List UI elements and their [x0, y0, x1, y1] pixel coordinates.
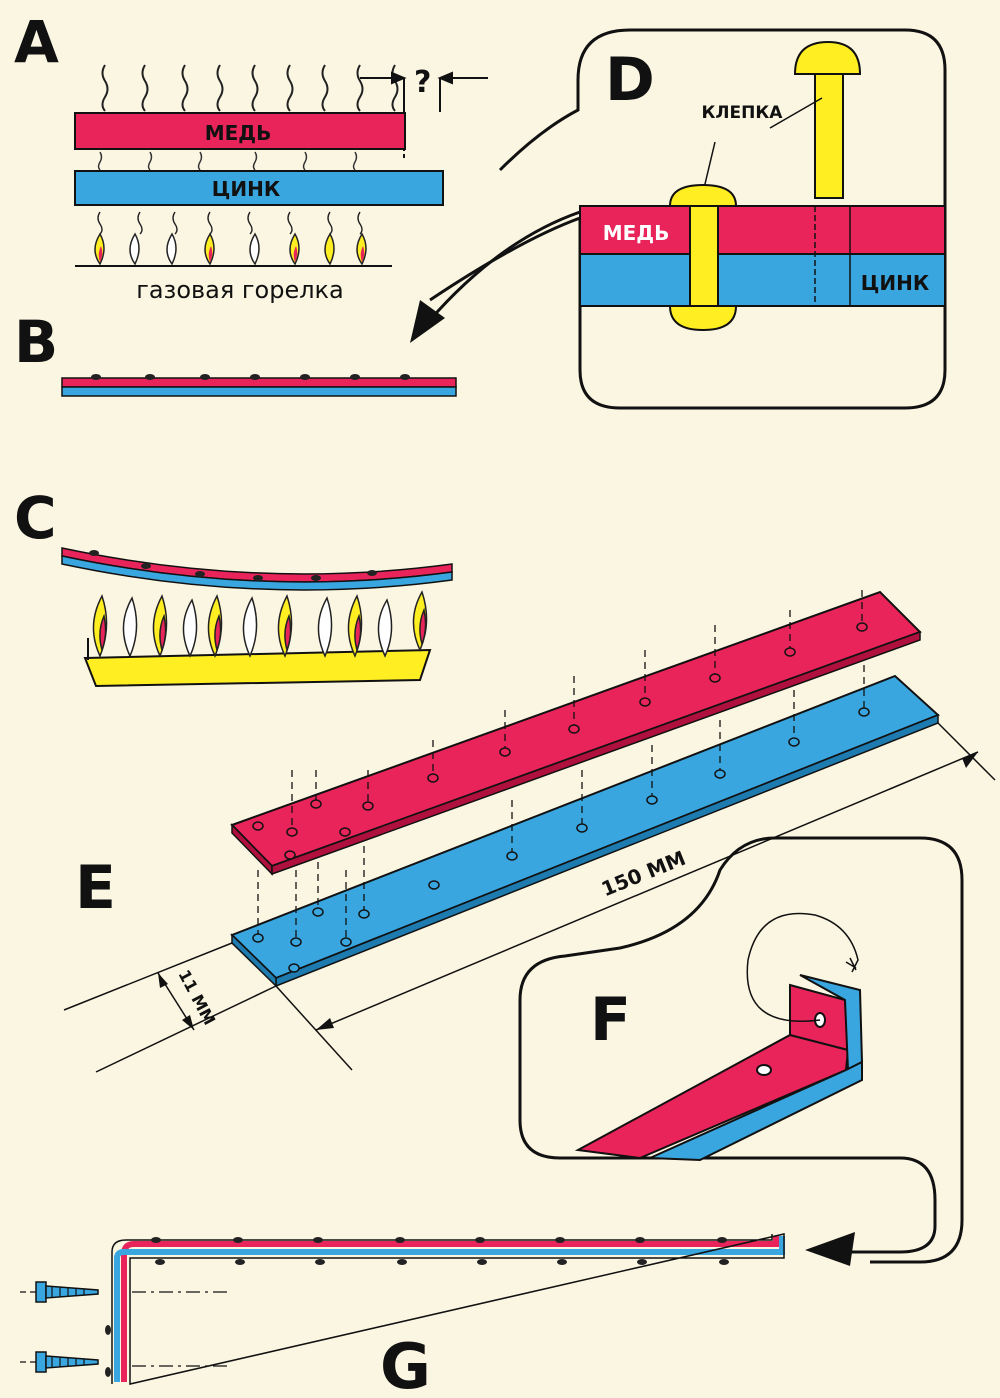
burner-large-flames — [92, 590, 428, 658]
burner-caption: газовая горелка — [136, 276, 344, 304]
rivet-set — [668, 183, 738, 332]
dimension-lines — [63, 722, 996, 1073]
panel-b-letter: B — [14, 308, 58, 376]
mounted-strip-zinc — [114, 1236, 785, 1382]
panel-g-letter: G — [380, 1330, 431, 1398]
rivet-unset — [793, 40, 862, 199]
bent-zinc-layer — [61, 555, 453, 591]
panel-d-callout — [429, 28, 947, 410]
panel-e: E — [63, 590, 996, 1073]
panel-g: G — [20, 1233, 785, 1398]
copper-strip-label: МЕДЬ — [205, 121, 272, 145]
alignment-lines — [257, 590, 865, 938]
panel-d-letter: D — [605, 45, 655, 115]
zinc-strip — [74, 170, 444, 206]
panel-c: C — [14, 484, 453, 688]
panel-c-letter: C — [14, 484, 57, 552]
panel-f: F — [518, 836, 964, 1266]
callout-arrow — [428, 210, 581, 321]
zinc-plate-holes — [252, 707, 870, 973]
panel-f-arrowhead — [805, 1232, 855, 1266]
bent-end-closeup — [574, 912, 864, 1162]
panel-f-letter: F — [590, 985, 631, 1055]
heat-waves-between — [97, 151, 358, 171]
panel-a-letter: A — [14, 8, 59, 76]
panel-f-callout — [775, 836, 964, 1264]
section-copper — [579, 205, 946, 255]
rivet-heads — [91, 374, 410, 380]
panel-e-letter: E — [75, 853, 116, 923]
callout-arrowhead — [410, 300, 445, 343]
burner — [83, 638, 432, 688]
copper-strip — [74, 112, 406, 150]
width-dimension-label: 11 ММ — [174, 967, 219, 1029]
section-zinc — [579, 253, 946, 307]
heat-waves — [101, 64, 399, 112]
panel-a: A ? МЕДЬ — [14, 8, 488, 304]
bent-rivet-heads — [89, 550, 377, 581]
riveted-copper-layer — [61, 377, 457, 388]
panel-d: D КЛЕПКА МЕДЬ ЦИНК — [410, 28, 947, 410]
section-copper-label: МЕДЬ — [603, 221, 670, 245]
panel-b: B — [14, 308, 457, 397]
zinc-strip-label: ЦИНК — [212, 177, 281, 201]
copper-plate-holes — [252, 622, 868, 860]
riveted-zinc-layer — [61, 386, 457, 397]
burner-flames — [75, 211, 392, 267]
mounted-rivet-heads — [105, 1237, 729, 1377]
dimension-arrowheads — [158, 752, 978, 1030]
gap-question-mark: ? — [414, 65, 431, 100]
mounting-screw-icon — [20, 1351, 230, 1373]
section-zinc-label: ЦИНК — [861, 271, 930, 295]
rivet-label: КЛЕПКА — [702, 103, 784, 123]
mounting-screw-icon — [20, 1281, 230, 1303]
zinc-plate-edge — [275, 713, 939, 988]
